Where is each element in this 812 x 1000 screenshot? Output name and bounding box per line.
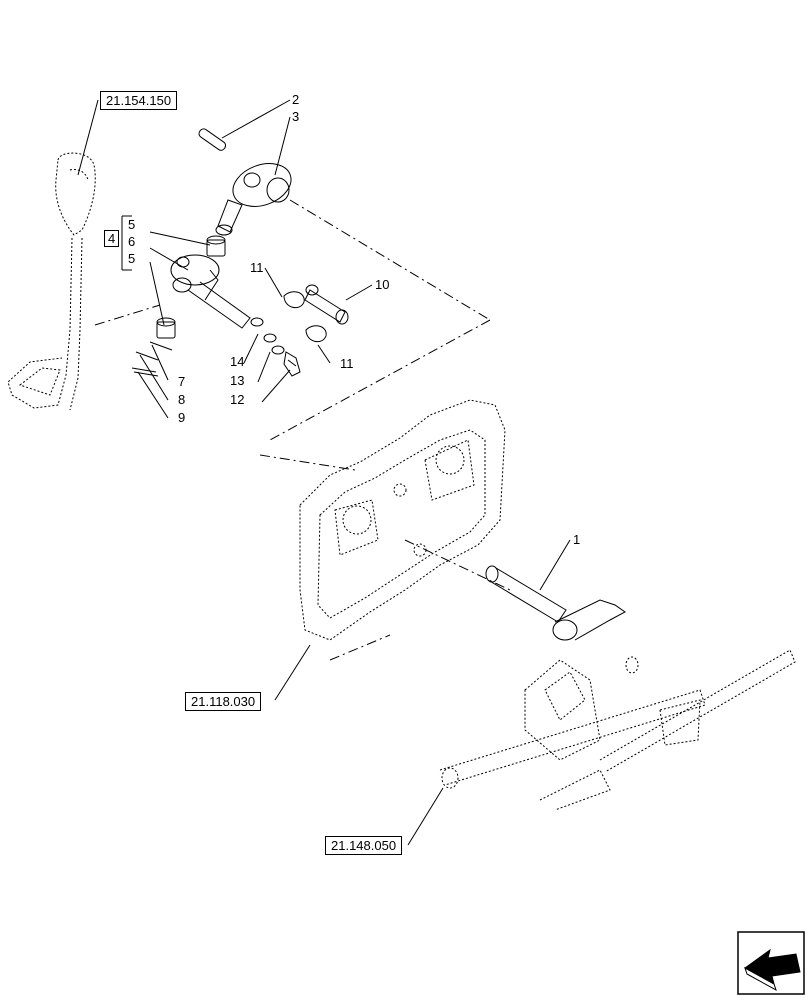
callout-5-lower: 5 — [128, 251, 136, 266]
shift-rods-assembly — [439, 649, 796, 811]
callout-2: 2 — [292, 92, 300, 107]
callout-3: 3 — [292, 109, 300, 124]
callout-12: 12 — [230, 392, 245, 407]
callout-10: 10 — [375, 277, 390, 292]
pin-part-2 — [198, 128, 227, 151]
selector-shaft-part-1 — [485, 565, 626, 641]
clip-part-11-upper — [283, 291, 305, 309]
coupling-part-3 — [215, 163, 292, 236]
selector-lever-part-6 — [170, 254, 251, 329]
bushing-part-5-upper — [206, 235, 226, 257]
callout-9: 9 — [178, 410, 186, 425]
circlips-part-7-8-9 — [131, 341, 173, 377]
bushing-part-5-lower — [156, 317, 176, 339]
reference-label-gear-lever[interactable]: 21.154.150 — [100, 91, 178, 110]
callout-11-upper: 11 — [250, 260, 264, 275]
callout-13: 13 — [230, 373, 245, 388]
callout-1: 1 — [573, 532, 581, 547]
next-page-arrow-icon[interactable] — [737, 931, 805, 995]
callout-11-lower: 11 — [340, 356, 354, 371]
gearbox-housing — [299, 399, 506, 641]
assembly-lines — [94, 199, 511, 661]
nut-part-12 — [283, 351, 301, 377]
callout-7: 7 — [178, 374, 186, 389]
washer-part-13 — [271, 345, 285, 355]
callout-14: 14 — [230, 354, 245, 369]
callout-5-upper: 5 — [128, 217, 136, 232]
reference-label-housing[interactable]: 21.118.030 — [185, 692, 262, 711]
clip-part-11-lower — [305, 325, 327, 343]
kit-label: 4 — [104, 230, 120, 247]
callout-6: 6 — [128, 234, 136, 249]
callout-8: 8 — [178, 392, 186, 407]
reference-label-shift-rods[interactable]: 21.148.050 — [325, 836, 403, 855]
washer-part-14 — [250, 317, 277, 343]
leader-lines — [77, 99, 571, 846]
pin-part-10 — [304, 284, 349, 325]
gear-lever-assembly — [7, 152, 96, 411]
